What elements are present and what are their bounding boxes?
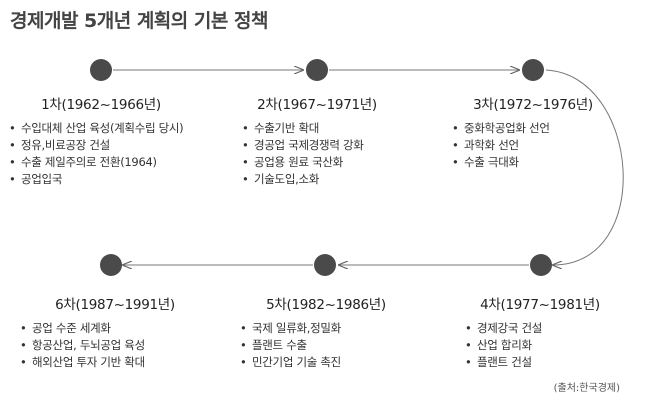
stage-label-1: 1차(1962~1966년) bbox=[41, 97, 161, 113]
stage-1-item-list: •수입대체 산업 육성(계획수립 당시) •정유,비료공장 건설 •수출 제일주… bbox=[9, 120, 184, 188]
stage-node-1 bbox=[90, 59, 112, 81]
list-item: •항공산업, 두뇌공업 육성 bbox=[20, 338, 145, 352]
stage-label-4: 4차(1977~1981년) bbox=[480, 297, 600, 313]
stage-node-3 bbox=[522, 59, 544, 81]
arrow-3-to-4 bbox=[545, 69, 624, 265]
stage-label-3: 3차(1972~1976년) bbox=[473, 97, 593, 113]
stage-5-item-list: •국제 일류화,정밀화 •플랜트 수출 •민간기업 기술 촉진 bbox=[240, 320, 341, 371]
list-item: •국제 일류화,정밀화 bbox=[240, 321, 341, 335]
list-item: •경제강국 건설 bbox=[465, 321, 543, 335]
diagram-title: 경제개발 5개년 계획의 기본 정책 bbox=[10, 10, 268, 32]
list-item: •플랜트 수출 bbox=[240, 338, 307, 352]
list-item: •산업 합리화 bbox=[465, 338, 532, 352]
stage-node-6 bbox=[100, 254, 122, 276]
stage-node-2 bbox=[306, 59, 328, 81]
list-item: •공업 수준 세계화 bbox=[20, 321, 111, 335]
list-item: •공업용 원료 국산화 bbox=[242, 155, 343, 169]
list-item: •수입대체 산업 육성(계획수립 당시) bbox=[9, 121, 184, 135]
list-item: •해외산업 투자 기반 확대 bbox=[20, 355, 145, 369]
source-caption: (출처:한국경제) bbox=[553, 383, 620, 394]
stage-label-2: 2차(1967~1971년) bbox=[257, 97, 377, 113]
list-item: •수출 제일주의로 전환(1964) bbox=[9, 155, 157, 169]
stage-label-6: 6차(1987~1991년) bbox=[55, 297, 175, 313]
list-item: •수출 극대화 bbox=[452, 155, 519, 169]
stage-node-4 bbox=[530, 254, 552, 276]
list-item: •민간기업 기술 촉진 bbox=[240, 355, 341, 369]
stage-6-item-list: •공업 수준 세계화 •항공산업, 두뇌공업 육성 •해외산업 투자 기반 확대 bbox=[20, 320, 145, 371]
list-item: •과학화 선언 bbox=[452, 138, 519, 152]
list-item: •정유,비료공장 건설 bbox=[9, 138, 110, 152]
list-item: •경공업 국제경쟁력 강화 bbox=[242, 138, 364, 152]
list-item: •수출기반 확대 bbox=[242, 121, 320, 135]
stage-4-item-list: •경제강국 건설 •산업 합리화 •플랜트 건설 bbox=[465, 320, 542, 371]
stage-3-item-list: •중화학공업화 선언 •과학화 선언 •수출 극대화 bbox=[452, 120, 550, 171]
stage-label-5: 5차(1982~1986년) bbox=[266, 297, 386, 313]
list-item: •플랜트 건설 bbox=[465, 355, 532, 369]
list-item: •기술도입,소화 bbox=[242, 172, 320, 186]
list-item: •공업입국 bbox=[9, 172, 63, 186]
list-item: •중화학공업화 선언 bbox=[452, 121, 550, 135]
stage-node-5 bbox=[314, 254, 336, 276]
stage-2-item-list: •수출기반 확대 •경공업 국제경쟁력 강화 •공업용 원료 국산화 •기술도입… bbox=[242, 120, 364, 188]
